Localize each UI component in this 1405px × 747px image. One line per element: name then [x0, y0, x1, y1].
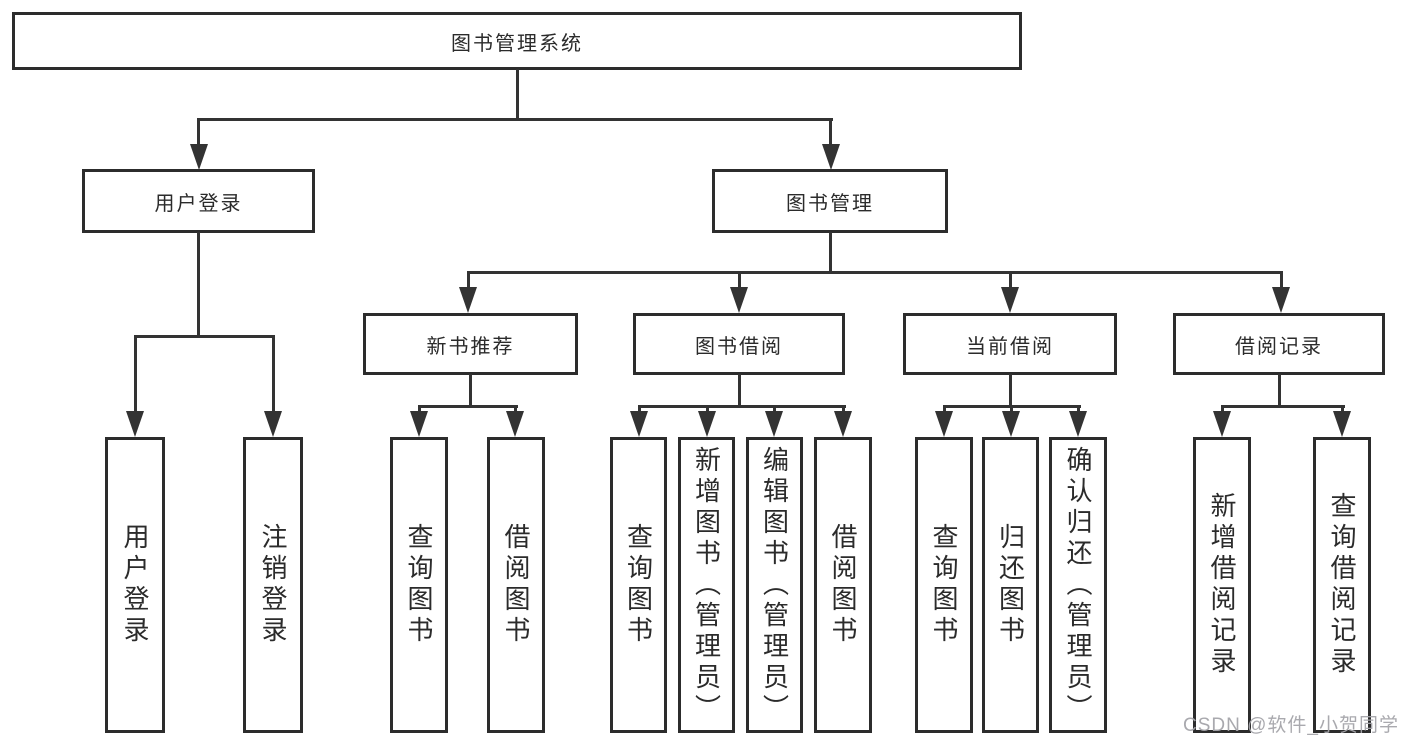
arrow-down-icon: [1333, 411, 1351, 437]
connector-segment: [738, 374, 741, 408]
connector-segment: [197, 118, 833, 121]
arrow-down-icon: [765, 411, 783, 437]
leaf-label: 归还图书: [995, 523, 1026, 647]
connector-segment: [197, 232, 200, 337]
arrow-down-icon: [190, 144, 208, 170]
connector-segment: [197, 120, 200, 146]
connector-segment: [738, 273, 741, 289]
arrow-down-icon: [630, 411, 648, 437]
arrow-down-icon: [935, 411, 953, 437]
leaf-add-borrow-record: 新增借阅记录: [1193, 437, 1251, 733]
arrow-down-icon: [730, 287, 748, 313]
leaf-query-books-current: 查询图书: [915, 437, 973, 733]
connector-segment: [1009, 273, 1012, 289]
connector-segment: [467, 271, 1283, 274]
leaf-query-books-borrow: 查询图书: [610, 437, 667, 733]
node-user-login: 用户登录: [82, 169, 315, 233]
arrow-down-icon: [822, 144, 840, 170]
node-new-book-recommend: 新书推荐: [363, 313, 578, 375]
connector-segment: [638, 405, 846, 408]
leaf-label: 编辑图书（管理员）: [759, 445, 790, 725]
leaf-label: 注销登录: [258, 523, 288, 647]
leaf-logout: 注销登录: [243, 437, 303, 733]
arrow-down-icon: [698, 411, 716, 437]
leaf-label: 查询图书: [623, 523, 654, 647]
arrow-down-icon: [1001, 287, 1019, 313]
leaf-label: 确认归还（管理员）: [1063, 445, 1093, 725]
connector-segment: [134, 335, 275, 338]
node-book-management: 图书管理: [712, 169, 948, 233]
leaf-label: 新增借阅记录: [1207, 492, 1237, 678]
leaf-label: 查询图书: [929, 523, 959, 647]
arrow-down-icon: [1213, 411, 1231, 437]
leaf-edit-books-admin: 编辑图书（管理员）: [746, 437, 803, 733]
connector-segment: [272, 337, 275, 412]
leaf-label: 借阅图书: [501, 523, 531, 647]
leaf-return-books: 归还图书: [982, 437, 1039, 733]
connector-segment: [1009, 374, 1012, 408]
connector-segment: [829, 232, 832, 274]
leaf-user-login: 用户登录: [105, 437, 165, 733]
node-library-management-system: 图书管理系统: [12, 12, 1022, 70]
arrow-down-icon: [264, 411, 282, 437]
leaf-query-books-recommend: 查询图书: [390, 437, 448, 733]
node-borrow-records: 借阅记录: [1173, 313, 1385, 375]
arrow-down-icon: [410, 411, 428, 437]
leaf-add-books-admin: 新增图书（管理员）: [678, 437, 735, 733]
arrow-down-icon: [506, 411, 524, 437]
arrow-down-icon: [834, 411, 852, 437]
leaf-borrow-books: 借阅图书: [814, 437, 872, 733]
arrow-down-icon: [459, 287, 477, 313]
leaf-label: 借阅图书: [828, 523, 858, 647]
connector-segment: [418, 405, 518, 408]
leaf-label: 查询图书: [404, 523, 434, 647]
leaf-label: 查询借阅记录: [1327, 492, 1357, 678]
arrow-down-icon: [126, 411, 144, 437]
connector-segment: [467, 273, 470, 289]
connector-segment: [1278, 374, 1281, 408]
connector-segment: [1221, 405, 1345, 408]
connector-segment: [943, 405, 1081, 408]
leaf-query-borrow-record: 查询借阅记录: [1313, 437, 1371, 733]
node-current-borrow: 当前借阅: [903, 313, 1117, 375]
connector-segment: [829, 120, 832, 146]
connector-segment: [469, 374, 472, 408]
node-book-borrow: 图书借阅: [633, 313, 845, 375]
connector-segment: [516, 69, 519, 120]
arrow-down-icon: [1002, 411, 1020, 437]
connector-segment: [1280, 273, 1283, 289]
csdn-watermark: CSDN @软件_小贺同学: [1183, 715, 1399, 736]
leaf-label: 新增图书（管理员）: [691, 445, 722, 725]
connector-segment: [134, 337, 137, 412]
leaf-borrow-books-recommend: 借阅图书: [487, 437, 545, 733]
arrow-down-icon: [1272, 287, 1290, 313]
leaf-confirm-return-admin: 确认归还（管理员）: [1049, 437, 1107, 733]
leaf-label: 用户登录: [120, 523, 150, 647]
arrow-down-icon: [1069, 411, 1087, 437]
